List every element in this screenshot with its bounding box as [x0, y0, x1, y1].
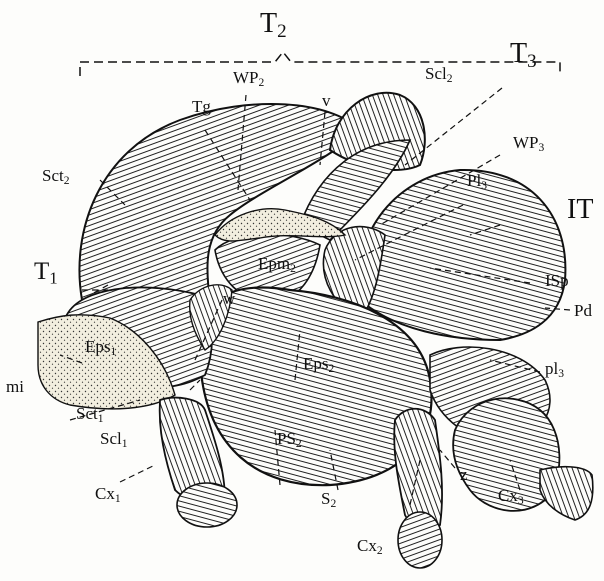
- label-s2: S2: [321, 490, 336, 507]
- label-scl2: Scl2: [425, 65, 453, 82]
- label-wp3: WP3: [513, 134, 544, 151]
- t2-bracket: [80, 52, 560, 76]
- label-sct1: Sct1: [76, 405, 104, 422]
- label-eps1: Eps1: [85, 338, 116, 355]
- label-epm2: Epm2: [258, 255, 296, 272]
- label-cx1: Cx1: [95, 485, 121, 502]
- coxa-2-opening: [398, 512, 442, 568]
- label-t3: T3: [510, 40, 537, 68]
- label-w: w: [223, 290, 235, 307]
- label-isp: ISp: [545, 272, 569, 289]
- label-t1: T1: [34, 259, 58, 284]
- label-pd: Pd: [574, 302, 592, 319]
- label-tg: Tg: [192, 98, 211, 115]
- label-pl3: Pl3: [467, 172, 487, 189]
- label-it: IT: [567, 196, 593, 224]
- label-ps2: PS2: [277, 430, 302, 447]
- label-wp2: WP2: [233, 69, 264, 86]
- label-eps2: Eps2: [303, 355, 334, 372]
- label-cx2: Cx2: [357, 537, 383, 554]
- coxa-3-tip: [540, 467, 593, 520]
- label-z: z: [460, 466, 468, 483]
- label-v: v: [322, 92, 331, 109]
- label-mi: mi: [6, 378, 24, 395]
- metathorax-dome: [359, 170, 566, 340]
- label-sct2: Sct2: [42, 167, 70, 184]
- label-cx3: Cx3: [498, 487, 524, 504]
- coxa-1-opening: [177, 483, 237, 527]
- coxa-2: [394, 409, 442, 527]
- label-t2: T2: [260, 10, 287, 38]
- label-scl1: Scl1: [100, 430, 128, 447]
- label-pl3-lower: pl3: [545, 360, 564, 377]
